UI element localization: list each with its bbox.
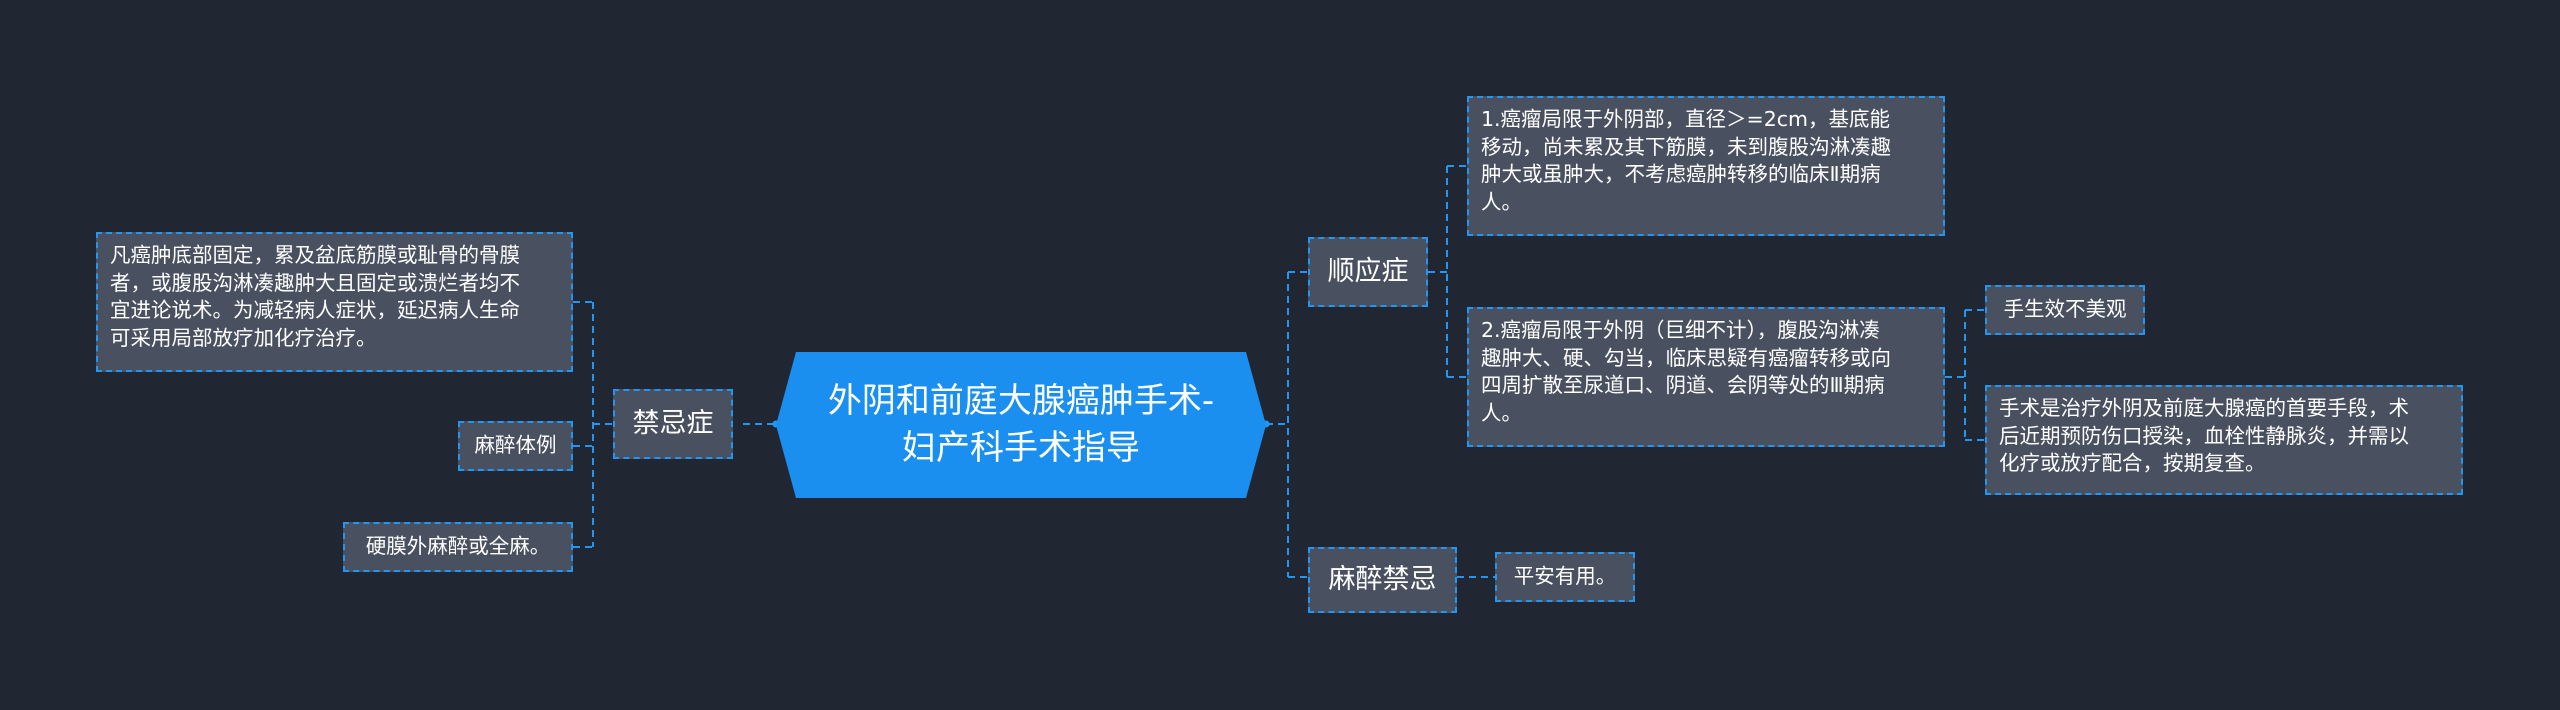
root-title: 外阴和前庭大腺癌肿手术- 妇产科手术指导: [827, 381, 1215, 468]
leaf-anesthesia-method[interactable]: 硬膜外麻醉或全麻。: [343, 522, 573, 572]
leaf-indication-2-result[interactable]: 手生效不美观: [1985, 285, 2145, 335]
branch-contraindications[interactable]: 禁忌症: [613, 389, 733, 459]
leaf-contraindications-description[interactable]: 凡癌肿底部固定，累及盆底筋膜或耻骨的骨膜 者，或腹股沟淋凑趣肿大且固定或溃烂者均…: [96, 232, 573, 372]
branch-indications[interactable]: 顺应症: [1308, 237, 1428, 307]
leaf-indication-2-notes[interactable]: 手术是治疗外阴及前庭大腺癌的首要手段，术 后近期预防伤口授染，血栓性静脉炎，并需…: [1985, 385, 2463, 495]
root-shape: [776, 352, 1266, 498]
branch-anesthesia-contraindications[interactable]: 麻醉禁忌: [1308, 547, 1457, 613]
leaf-indication-1[interactable]: 1.癌瘤局限于外阴部，直径＞=2cm，基底能 移动，尚未累及其下筋膜，未到腹股沟…: [1467, 96, 1945, 236]
leaf-anesthesia-method-label[interactable]: 麻醉体例: [458, 421, 573, 471]
leaf-indication-2[interactable]: 2.癌瘤局限于外阴（巨细不计），腹股沟淋凑 趣肿大、硬、勾当，临床思疑有癌瘤转移…: [1467, 307, 1945, 447]
root-node[interactable]: 外阴和前庭大腺癌肿手术- 妇产科手术指导: [776, 352, 1266, 498]
leaf-anesthesia-description[interactable]: 平安有用。: [1495, 552, 1635, 602]
